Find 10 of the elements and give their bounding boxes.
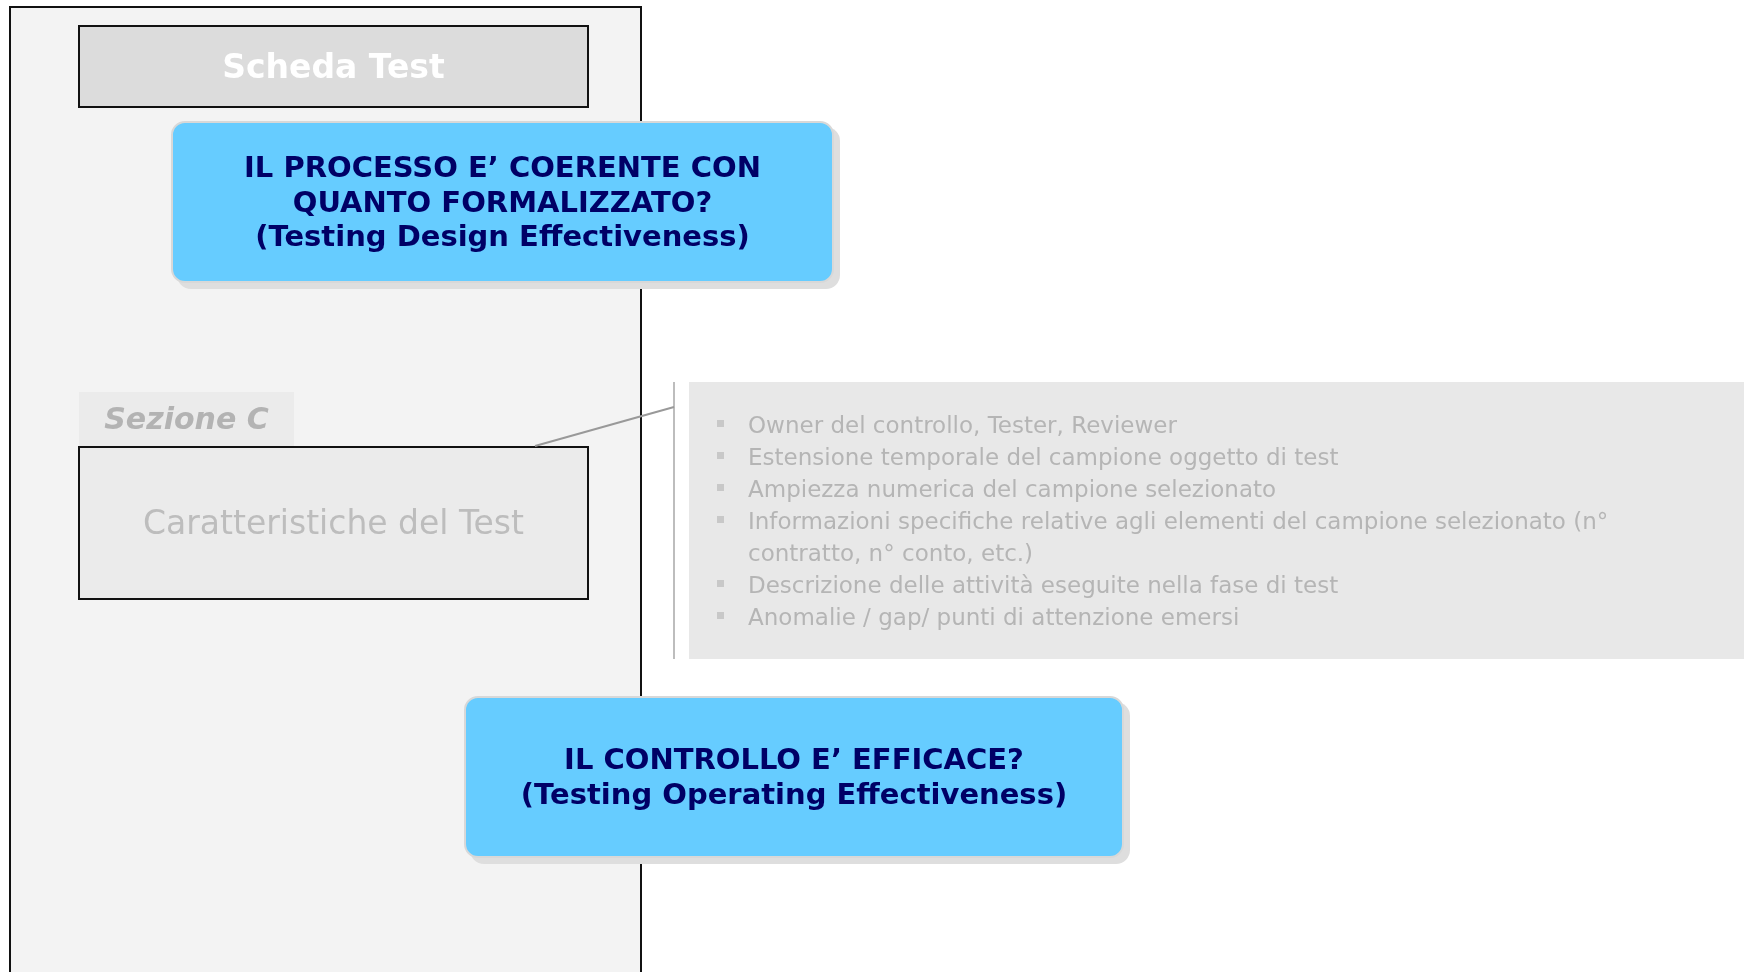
question-text: IL CONTROLLO E’ EFFICACE? [564, 742, 1024, 777]
title-box [78, 25, 589, 108]
leader-line [534, 406, 675, 447]
section-box [78, 446, 589, 600]
question-text: IL PROCESSO E’ COERENTE CON QUANTO FORMALIZZATO? [243, 149, 762, 220]
section-tab [79, 392, 294, 446]
box-label: Sezione C [104, 401, 269, 437]
subtitle-text: (Testing Operating Effectiveness) [520, 777, 1068, 812]
list-panel [689, 382, 1744, 659]
subtitle-text: (Testing Design Effectiveness) [255, 219, 750, 255]
